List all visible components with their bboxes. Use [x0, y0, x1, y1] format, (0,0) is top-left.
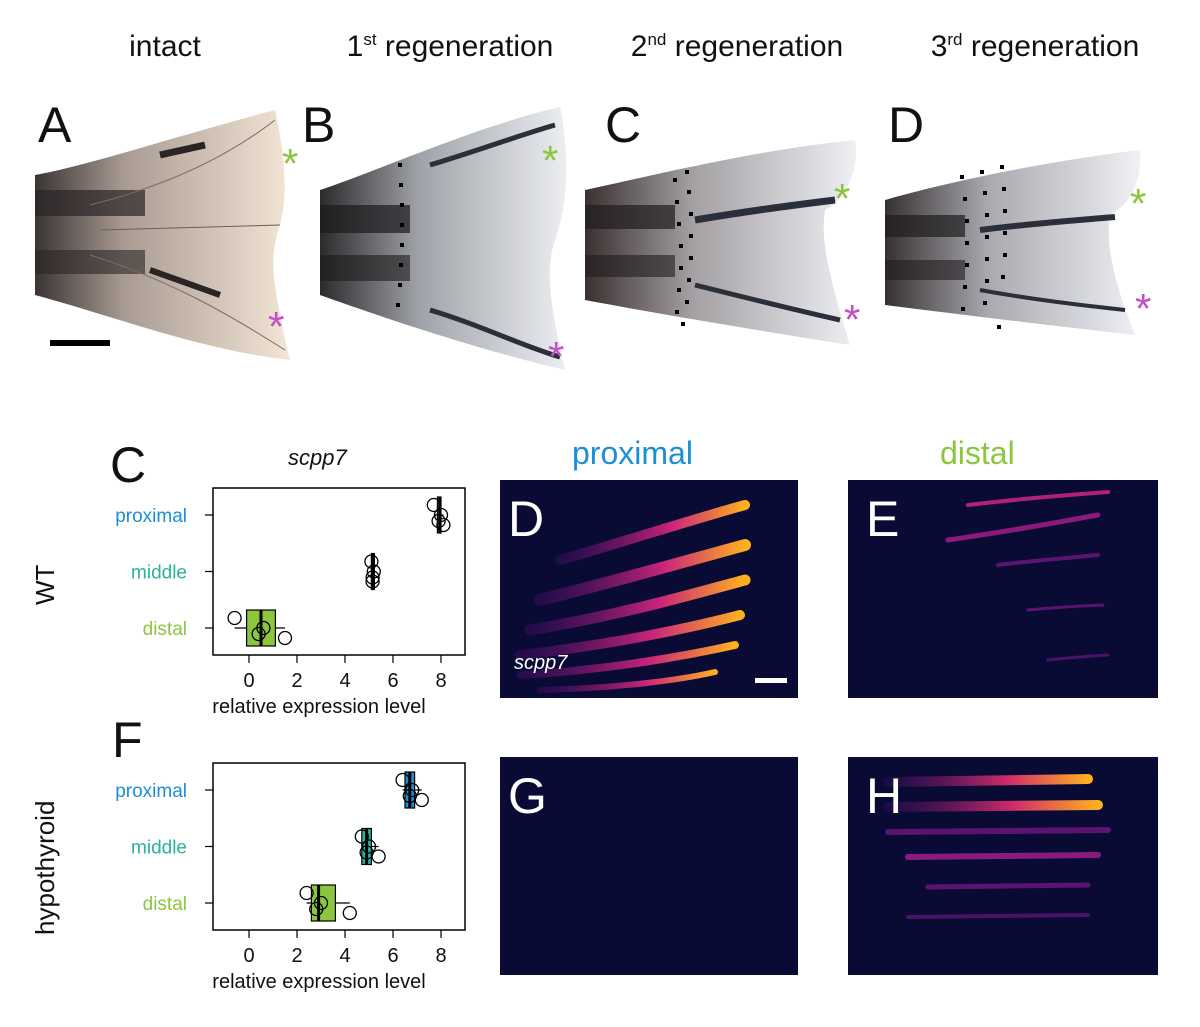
panel-letter-c-chart: C — [110, 437, 147, 493]
category-label: middle — [131, 838, 187, 859]
data-point — [433, 507, 449, 523]
asterisk-upper-green: * — [834, 175, 851, 222]
column-title-proximal: proximal — [572, 435, 693, 471]
data-point — [426, 497, 441, 513]
data-point — [414, 792, 429, 808]
panel-letter-g-micro: G — [508, 768, 547, 824]
data-point — [256, 620, 271, 636]
data-point — [436, 517, 451, 533]
data-point — [277, 630, 293, 646]
title-intact: intact — [129, 30, 201, 63]
asterisk-upper-green: * — [542, 137, 559, 184]
micrograph-hypothyroid-distal — [848, 757, 1158, 975]
panel-letter-f-chart: F — [112, 712, 143, 768]
data-point — [405, 782, 420, 798]
x-tick-label: 6 — [387, 945, 398, 967]
title-regeneration-1: 1st regeneration — [346, 30, 554, 63]
category-label: proximal — [115, 781, 187, 802]
micrograph-wt-distal — [848, 480, 1158, 698]
asterisk-lower-magenta: * — [844, 296, 861, 343]
fin-image-regeneration-1 — [320, 95, 580, 380]
x-tick-label: 8 — [435, 670, 446, 692]
row-label-hypothyroid: hypothyroid — [30, 800, 60, 935]
panel-letter-d: D — [888, 97, 925, 153]
boxplot-hypothyroid: proximal middle distal 0 2 4 6 8 relative expres… — [115, 762, 466, 993]
data-point — [366, 564, 381, 579]
title-regeneration-2: 2nd regeneration — [630, 30, 844, 63]
plot-frame — [212, 762, 466, 931]
boxplot-wt: proximal middle distal 0 2 4 6 8 relative expres… — [115, 487, 466, 718]
data-point — [431, 513, 446, 529]
x-tick-label: 4 — [339, 945, 350, 967]
data-point — [313, 895, 329, 911]
panel-letter-h-micro: H — [866, 768, 903, 824]
micrograph-hypothyroid-proximal — [500, 757, 798, 975]
category-label: distal — [143, 894, 187, 915]
data-point — [361, 839, 377, 854]
row-label-wt: WT — [30, 564, 60, 605]
panel-letter-e-micro: E — [866, 491, 900, 547]
data-point — [364, 554, 379, 569]
fin-image-regeneration-3 — [885, 145, 1145, 345]
panel-letter-d-micro: D — [508, 491, 545, 547]
data-point — [299, 885, 314, 901]
panel-letter-a: A — [38, 97, 72, 153]
scale-bar — [755, 678, 787, 683]
x-tick-label: 0 — [243, 945, 254, 967]
x-tick-label: 6 — [387, 670, 398, 692]
x-tick-label: 2 — [291, 945, 302, 967]
x-tick-label: 2 — [291, 670, 302, 692]
category-label: proximal — [115, 506, 187, 527]
x-tick-label: 0 — [243, 670, 254, 692]
fin-image-regeneration-2 — [585, 130, 865, 360]
x-axis-label: relative expression level — [212, 696, 425, 718]
asterisk-lower-magenta: * — [548, 333, 565, 380]
asterisk-lower-magenta: * — [1135, 285, 1152, 332]
asterisk-upper-green: * — [1130, 180, 1147, 227]
column-title-distal: distal — [940, 435, 1015, 471]
data-point — [227, 610, 242, 626]
data-point — [365, 570, 380, 585]
x-tick-label: 8 — [435, 945, 446, 967]
data-point — [365, 574, 380, 589]
data-point — [395, 772, 410, 788]
category-label: distal — [143, 619, 187, 640]
micrograph-gene-label: scpp7 — [514, 652, 568, 674]
data-point — [342, 905, 357, 921]
x-axis-label: relative expression level — [212, 971, 425, 993]
panel-letter-b: B — [302, 97, 336, 153]
data-point — [354, 829, 369, 844]
gene-title: scpp7 — [288, 445, 347, 470]
data-point — [371, 849, 386, 864]
fin-image-intact — [30, 95, 300, 375]
title-regeneration-3: 3rd regeneration — [930, 30, 1140, 63]
panel-letter-c: C — [605, 97, 642, 153]
asterisk-lower-magenta: * — [268, 303, 285, 350]
asterisk-upper-green: * — [282, 140, 299, 187]
micrograph-wt-proximal — [500, 480, 798, 698]
category-label: middle — [131, 563, 187, 584]
x-tick-label: 4 — [339, 670, 350, 692]
